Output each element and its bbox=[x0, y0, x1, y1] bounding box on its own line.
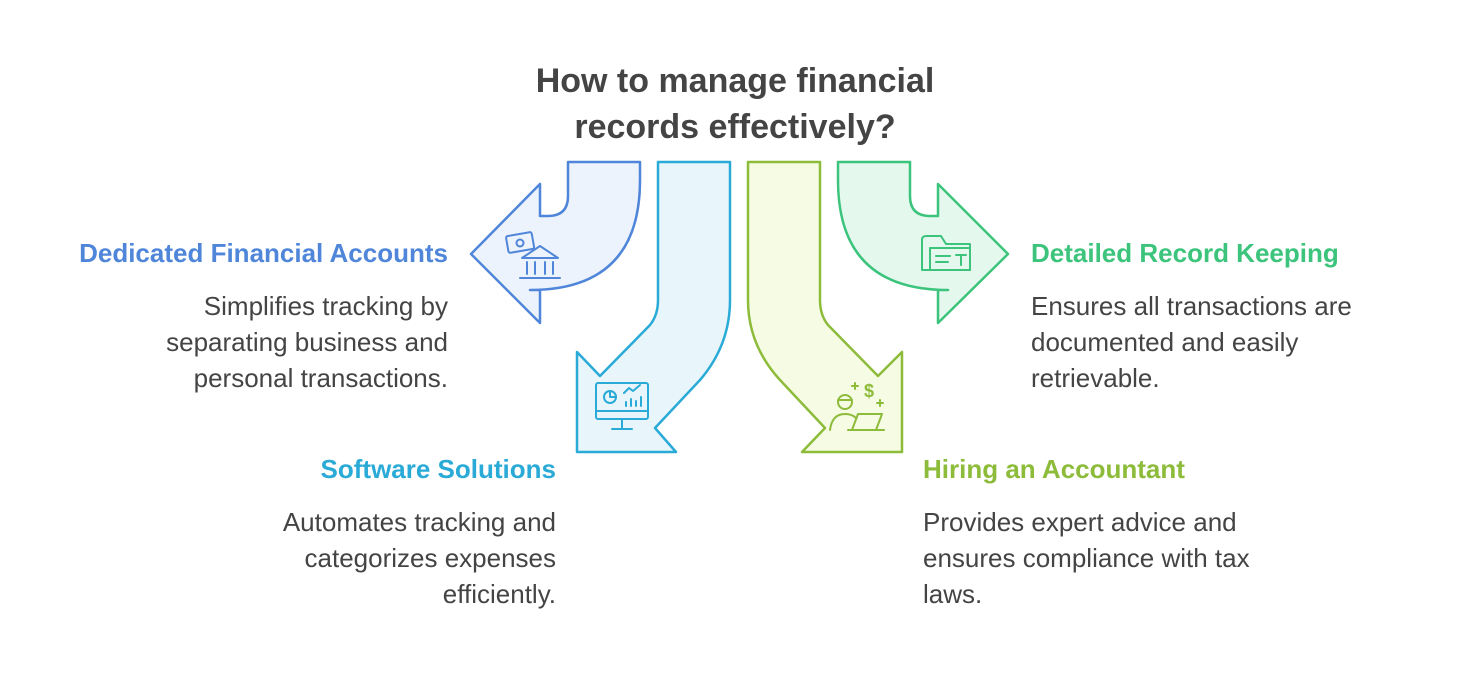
desc-line: Simplifies tracking by bbox=[203, 291, 448, 321]
heading-hiring-accountant: Hiring an Accountant bbox=[923, 454, 1185, 484]
desc-dedicated-accounts: Simplifies tracking by separating busine… bbox=[48, 288, 448, 396]
desc-line: personal transactions. bbox=[193, 363, 448, 393]
desc-record-keeping: Ensures all transactions are documented … bbox=[1031, 288, 1451, 396]
desc-line: Ensures all transactions are bbox=[1031, 291, 1352, 321]
desc-line: categorizes expenses bbox=[304, 543, 556, 573]
desc-line: efficiently. bbox=[442, 579, 556, 609]
desc-line: Automates tracking and bbox=[282, 507, 556, 537]
desc-line: Provides expert advice and bbox=[923, 507, 1237, 537]
bank-money-icon bbox=[505, 231, 561, 279]
title-line-2: records effectively? bbox=[574, 108, 896, 146]
desc-line: ensures compliance with tax bbox=[923, 543, 1250, 573]
arrow-software-solutions bbox=[575, 160, 732, 454]
diagram-title: How to manage financial records effectiv… bbox=[480, 58, 990, 150]
heading-record-keeping: Detailed Record Keeping bbox=[1031, 238, 1339, 268]
desc-line: retrievable. bbox=[1031, 363, 1160, 393]
desc-line: documented and easily bbox=[1031, 327, 1299, 357]
desc-software-solutions: Automates tracking and categorizes expen… bbox=[156, 504, 556, 612]
folder-document-icon bbox=[921, 235, 971, 271]
arrow-dedicated-accounts bbox=[469, 160, 642, 325]
svg-text:$: $ bbox=[864, 381, 874, 401]
arrow-hiring-accountant bbox=[746, 160, 904, 454]
heading-software-solutions: Software Solutions bbox=[320, 454, 556, 484]
title-line-1: How to manage financial bbox=[535, 62, 935, 100]
monitor-chart-icon bbox=[595, 382, 649, 430]
desc-line: laws. bbox=[923, 579, 983, 609]
desc-line: separating business and bbox=[166, 327, 448, 357]
heading-dedicated-accounts: Dedicated Financial Accounts bbox=[79, 238, 448, 268]
desc-hiring-accountant: Provides expert advice and ensures compl… bbox=[923, 504, 1343, 612]
accountant-laptop-icon: $ bbox=[829, 381, 885, 431]
